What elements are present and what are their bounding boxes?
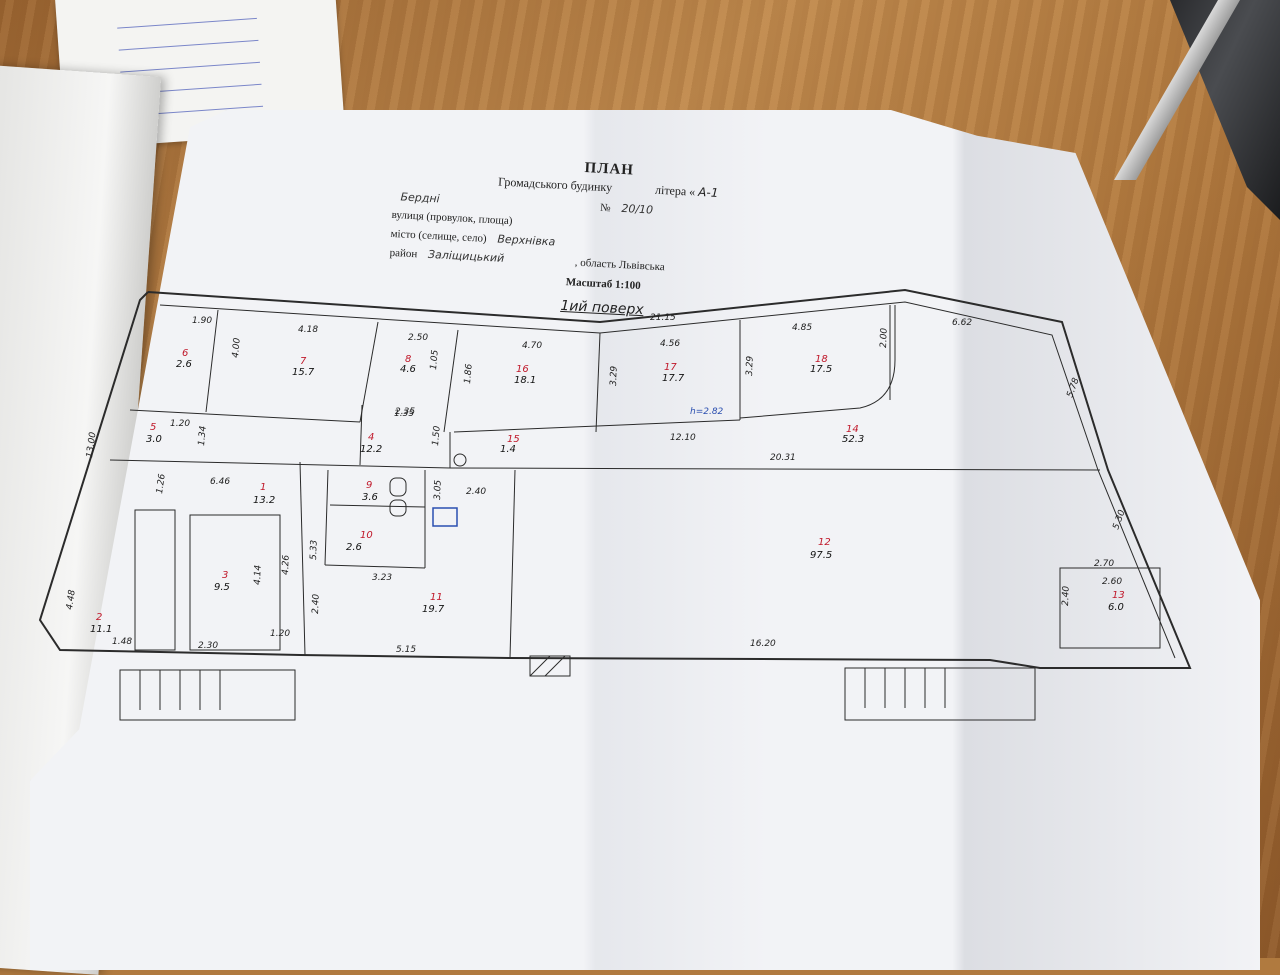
number-value: 20/10 xyxy=(621,201,654,217)
region-label: , область Львівська xyxy=(574,256,665,274)
city-label: місто (селище, село) xyxy=(390,227,487,245)
litera-value: А-1 xyxy=(697,184,719,200)
handwriting-line xyxy=(119,49,260,73)
handwriting-line xyxy=(117,27,259,51)
street-value: Бердні xyxy=(400,190,440,206)
city-value: Верхнівка xyxy=(497,232,556,249)
street-label: вулиця (провулок, площа) xyxy=(391,208,513,228)
district-value: Заліщицький xyxy=(427,247,505,265)
handwriting-line xyxy=(116,5,257,29)
number-label: № xyxy=(599,201,611,215)
plan-header: ПЛАН Громадського будинку літера « А-1 Б… xyxy=(387,150,825,327)
litera-label: літера « xyxy=(654,182,696,199)
district-label: район xyxy=(389,246,418,261)
